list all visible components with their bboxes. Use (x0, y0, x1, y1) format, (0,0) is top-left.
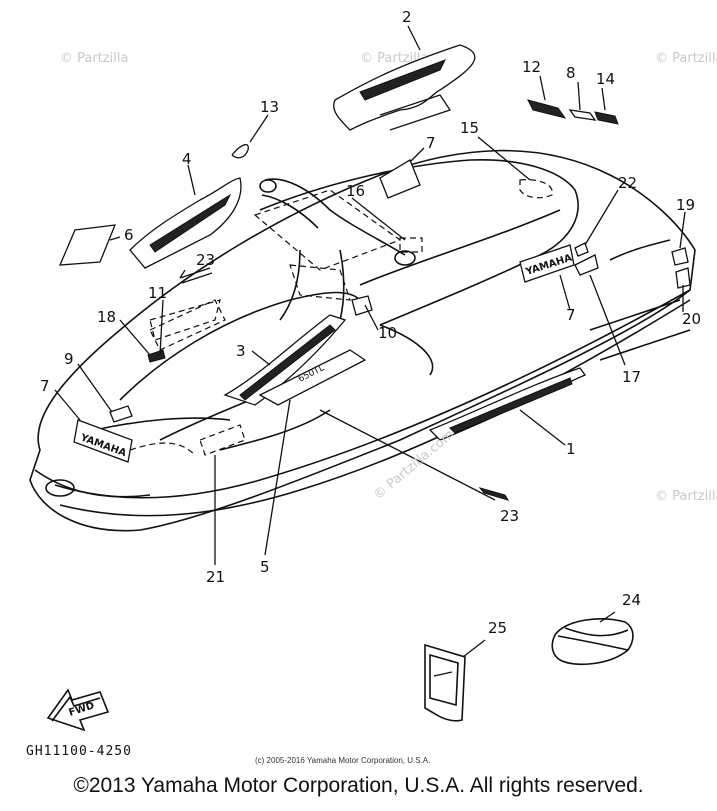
decal-20 (675, 267, 691, 289)
decal-8 (568, 109, 597, 121)
callout-21: 21 (206, 568, 225, 586)
decal-2 (333, 44, 476, 131)
callout-3: 3 (236, 342, 246, 360)
callout-12: 12 (522, 58, 541, 76)
callout-13: 13 (260, 98, 279, 116)
decal-22 (574, 242, 589, 257)
copyright-main: ©2013 Yamaha Motor Corporation, U.S.A. A… (73, 774, 644, 797)
decal-23a (179, 267, 213, 284)
callout-16: 16 (346, 182, 365, 200)
watermark-top-right: © Partzilla (655, 51, 717, 66)
part-25-manual (424, 639, 486, 722)
decal-7a (379, 159, 421, 199)
watermark-top-left: © Partzilla (60, 51, 128, 66)
diagram-code: GH11100-4250 (26, 744, 132, 759)
decal-19 (671, 247, 689, 266)
callout-8: 8 (566, 64, 576, 82)
part-24-pouch (551, 611, 634, 666)
callout-10: 10 (378, 324, 397, 342)
callout-2: 2 (402, 8, 412, 26)
decal-17 (574, 254, 599, 276)
copyright-small: (c) 2005-2016 Yamaha Motor Corporation, … (255, 756, 431, 765)
callout-15: 15 (460, 119, 479, 137)
decal-11 (149, 299, 221, 341)
watermark-mid-right: © Partzilla (655, 489, 717, 504)
leader-lines (54, 25, 686, 565)
callout-labels: 2 12 8 14 13 15 7 4 16 22 19 6 23 11 18 … (40, 8, 701, 637)
decal-6 (58, 224, 117, 266)
callout-7c: 7 (40, 377, 50, 395)
decal-14 (594, 111, 619, 125)
decal-1 (428, 367, 586, 441)
watermark-center: © Partzilla.com (371, 427, 457, 503)
decal-4 (129, 177, 242, 269)
callout-4: 4 (182, 150, 192, 168)
decal-9 (109, 405, 133, 423)
decal-7-yamaha-front: YAMAHA (73, 419, 133, 463)
callout-11: 11 (148, 284, 167, 302)
decal-12 (527, 99, 567, 119)
callout-17: 17 (622, 368, 641, 386)
callout-19: 19 (676, 196, 695, 214)
callout-25: 25 (488, 619, 507, 637)
callout-1: 1 (566, 440, 576, 458)
hull-body (29, 149, 696, 532)
decal-16 (399, 237, 423, 253)
callout-24: 24 (622, 591, 641, 609)
callout-6: 6 (124, 226, 134, 244)
decal-23b (478, 487, 510, 501)
callout-5: 5 (260, 558, 270, 576)
callout-7b: 7 (566, 306, 576, 324)
decal-13 (231, 143, 249, 159)
callout-9: 9 (64, 350, 74, 368)
fwd-arrow: FWD (46, 688, 110, 732)
callout-20: 20 (682, 310, 701, 328)
callout-22: 22 (618, 174, 637, 192)
callout-23a: 23 (196, 251, 215, 269)
callout-14: 14 (596, 70, 615, 88)
decal-18 (147, 349, 166, 363)
callout-23b: 23 (500, 507, 519, 525)
callout-18: 18 (97, 308, 116, 326)
callout-7a: 7 (426, 134, 436, 152)
